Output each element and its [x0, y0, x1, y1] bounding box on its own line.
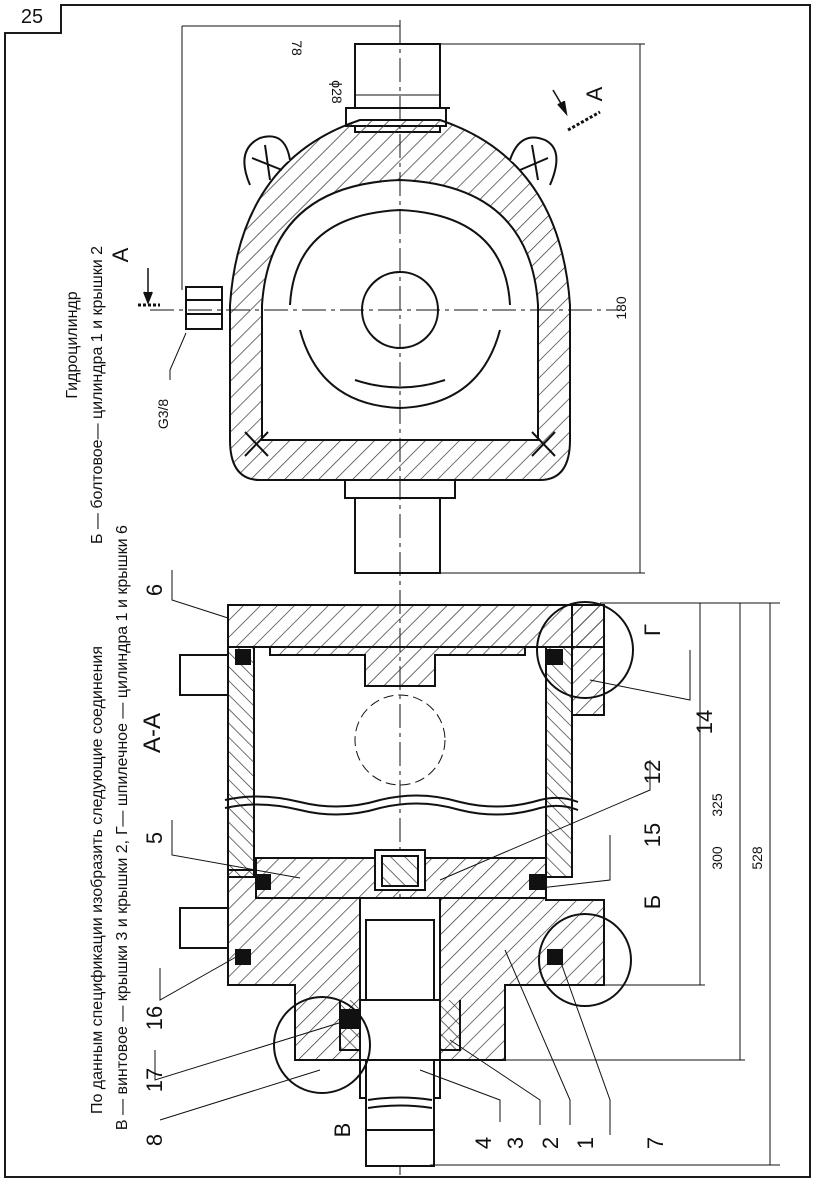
- part-number-12: 12: [640, 760, 665, 784]
- assignment-line-b: Б — болтовое— цилиндра 1 и крышки 2: [89, 246, 106, 544]
- part-number-6: 6: [142, 584, 167, 596]
- end-view: [138, 20, 645, 1175]
- part-number-16: 16: [142, 1006, 167, 1030]
- dim-300: 300: [709, 846, 725, 870]
- page-number: 25: [20, 6, 44, 28]
- drawing-title: Гидроцилиндр: [64, 291, 81, 398]
- dim-528: 528: [749, 846, 765, 870]
- part-number-8: 8: [142, 1134, 167, 1146]
- dim-180: 180: [613, 296, 629, 320]
- section-label: А-А: [139, 713, 166, 753]
- assignment-intro: По данным спецификации изобразить следую…: [89, 646, 106, 1114]
- part-number-7: 7: [643, 1137, 668, 1149]
- zone-label-g: Г: [640, 624, 665, 636]
- thread-label: G3/8: [155, 399, 171, 430]
- part-number-2: 2: [538, 1137, 563, 1149]
- zone-label-b: Б: [640, 895, 665, 909]
- drawing-labels: Гидроцилиндр По данным спецификации изоб…: [64, 40, 765, 1149]
- part-number-5: 5: [142, 832, 167, 844]
- sheet-frame: [4, 4, 811, 1178]
- part-number-17: 17: [142, 1068, 167, 1092]
- section-view: [154, 570, 780, 1167]
- part-number-15: 15: [640, 823, 665, 847]
- page-number-box: 25: [4, 4, 62, 34]
- cut-label-left: А: [108, 247, 133, 262]
- part-number-4: 4: [471, 1137, 496, 1149]
- dim-325: 325: [709, 793, 725, 817]
- part-number-3: 3: [503, 1137, 528, 1149]
- cut-label-right: А: [582, 86, 607, 101]
- dim-78: 78: [289, 40, 305, 56]
- zone-label-v: В: [330, 1123, 355, 1138]
- assignment-line-v: В — винтовое — крышки 3 и крышки 2,: [114, 840, 131, 1130]
- dim-shaft-dia: ϕ28: [329, 80, 345, 104]
- part-number-1: 1: [573, 1137, 598, 1149]
- part-number-14: 14: [692, 710, 717, 734]
- assignment-line-g: Г— шпилечное — цилиндра 1 и крышки 6: [114, 525, 131, 835]
